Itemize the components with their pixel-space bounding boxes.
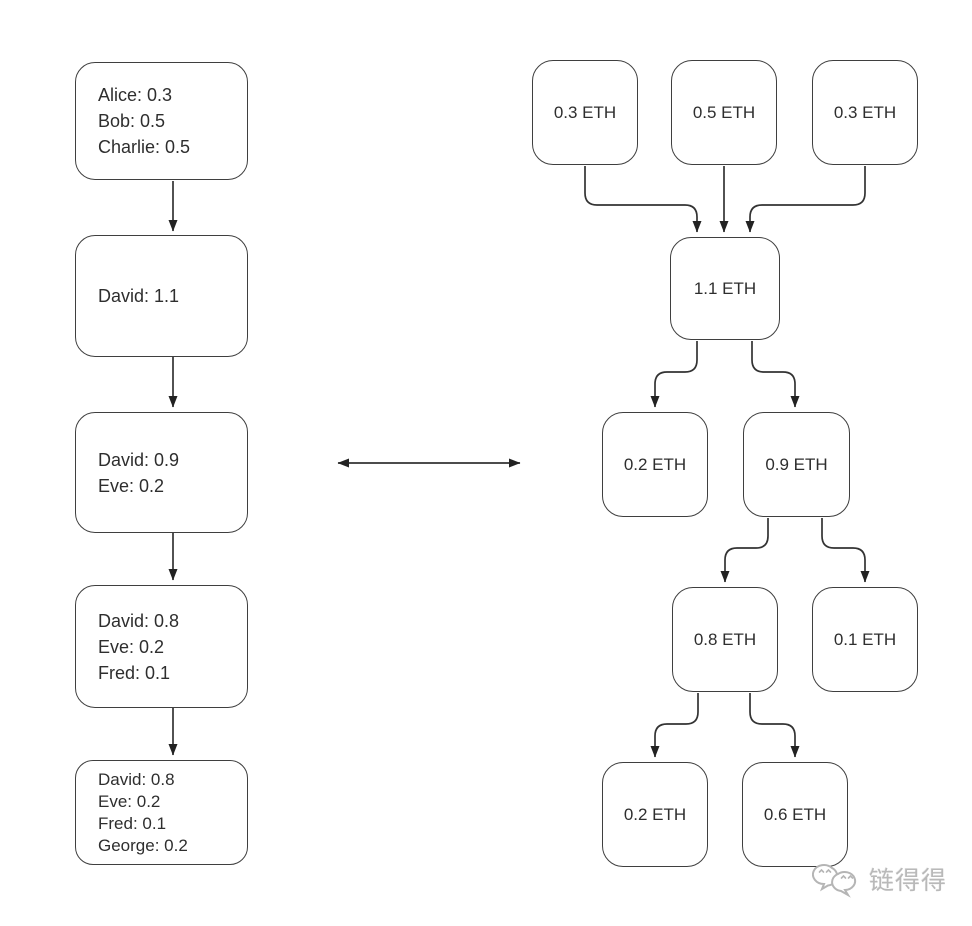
utxo-node-output-0-8: 0.8 ETH — [672, 587, 778, 692]
utxo-split2-left — [720, 518, 769, 583]
utxo-amount: 0.2 ETH — [623, 804, 687, 824]
utxo-node-output-0-6: 0.6 ETH — [742, 762, 848, 867]
utxo-amount: 0.3 ETH — [833, 102, 897, 122]
balance-entry: David: 0.8 — [98, 610, 180, 631]
balance-entry: David: 1.1 — [98, 286, 180, 306]
balance-entry: Fred: 0.1 — [98, 813, 167, 833]
balance-entry: Bob: 0.5 — [98, 111, 166, 131]
utxo-node-input-1: 0.3 ETH — [532, 60, 638, 165]
balance-entry: Charlie: 0.5 — [98, 137, 191, 157]
account-state-node-1: Alice: 0.3 Bob: 0.5 Charlie: 0.5 — [75, 62, 248, 180]
watermark: 链得得 — [812, 856, 947, 902]
utxo-split3-left — [650, 693, 699, 758]
utxo-node-input-2: 0.5 ETH — [671, 60, 777, 165]
watermark-text: 链得得 — [869, 867, 948, 895]
utxo-input-right — [745, 166, 866, 233]
account-state-node-5: David: 0.8 Eve: 0.2 Fred: 0.1 George: 0.… — [75, 760, 248, 865]
utxo-node-output-0-2: 0.2 ETH — [602, 412, 708, 517]
utxo-amount: 0.2 ETH — [623, 454, 687, 474]
utxo-node-output-0-2b: 0.2 ETH — [602, 762, 708, 867]
utxo-node-input-3: 0.3 ETH — [812, 60, 918, 165]
account-state-node-2: David: 1.1 — [75, 235, 248, 357]
utxo-amount: 0.9 ETH — [765, 454, 828, 474]
utxo-node-merged: 1.1 ETH — [670, 237, 780, 340]
account-state-node-4: David: 0.8 Eve: 0.2 Fred: 0.1 — [75, 585, 248, 708]
utxo-amount: 0.6 ETH — [763, 804, 827, 824]
utxo-split1-right — [751, 341, 800, 408]
account-state-node-3: David: 0.9 Eve: 0.2 — [75, 412, 248, 533]
chat-bubbles-icon — [812, 864, 857, 898]
balance-entry: Eve: 0.2 — [98, 791, 161, 811]
balance-entry: Eve: 0.2 — [98, 475, 165, 496]
balance-entry: Alice: 0.3 — [98, 85, 173, 105]
balance-entry: David: 0.9 — [98, 449, 180, 470]
utxo-node-output-0-1: 0.1 ETH — [812, 587, 918, 692]
utxo-split3-right — [749, 693, 800, 758]
balance-entry: Eve: 0.2 — [98, 636, 165, 657]
utxo-node-output-0-9: 0.9 ETH — [743, 412, 850, 517]
balance-entry: George: 0.2 — [98, 835, 188, 855]
utxo-split2-right — [821, 518, 870, 583]
balance-entry: David: 0.8 — [98, 769, 175, 789]
utxo-amount: 1.1 ETH — [693, 278, 757, 298]
utxo-amount: 0.5 ETH — [692, 102, 756, 122]
balance-entry: Fred: 0.1 — [98, 662, 171, 683]
utxo-amount: 0.8 ETH — [693, 629, 757, 649]
utxo-split1-left — [650, 341, 698, 408]
utxo-input-left — [584, 166, 702, 233]
utxo-amount: 0.1 ETH — [833, 629, 897, 649]
utxo-amount: 0.3 ETH — [553, 102, 617, 122]
